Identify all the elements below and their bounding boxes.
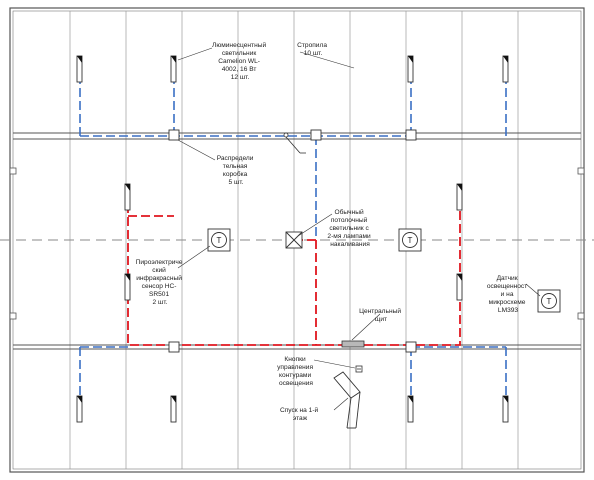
label-panel: Центральный щит bbox=[359, 307, 403, 323]
ordinary-lamp-icon bbox=[285, 231, 303, 249]
label-pir: Пироэлектриче ский инфракрасный сенсор H… bbox=[136, 259, 185, 306]
pir-sensor-right bbox=[398, 228, 422, 252]
control-buttons-icon bbox=[355, 365, 363, 373]
leader-lines bbox=[177, 47, 541, 411]
light-sensor bbox=[537, 289, 561, 313]
sensor-letter-light: T bbox=[547, 297, 552, 306]
door-swing bbox=[283, 132, 306, 154]
label-ordinary: Обычный потолочный светильник с 2-мя лам… bbox=[327, 208, 372, 248]
staircase bbox=[333, 371, 361, 429]
label-buttons: Кнопки управления контурами освещения bbox=[277, 356, 315, 387]
pir-sensor-left bbox=[207, 228, 231, 252]
central-panel-icon bbox=[341, 340, 365, 348]
label-junction: Распредели тельная коробка 5 шт. bbox=[217, 155, 256, 186]
label-light-sensor: Датчик освещенност и на микросхеме LM393 bbox=[487, 275, 529, 314]
junction-boxes bbox=[168, 129, 417, 353]
label-fluorescent: Люминесцентный светильник Camelion WL- 4… bbox=[212, 41, 268, 81]
label-stairs: Спуск на 1-й этаж bbox=[280, 406, 320, 422]
wall-notches bbox=[9, 167, 585, 320]
beams bbox=[13, 132, 581, 350]
label-rafters: Стропила 10 шт. bbox=[297, 42, 329, 57]
sensor-letter-right: T bbox=[408, 236, 413, 245]
fixture-tips bbox=[77, 56, 508, 403]
sensor-letter-left: T bbox=[217, 236, 222, 245]
